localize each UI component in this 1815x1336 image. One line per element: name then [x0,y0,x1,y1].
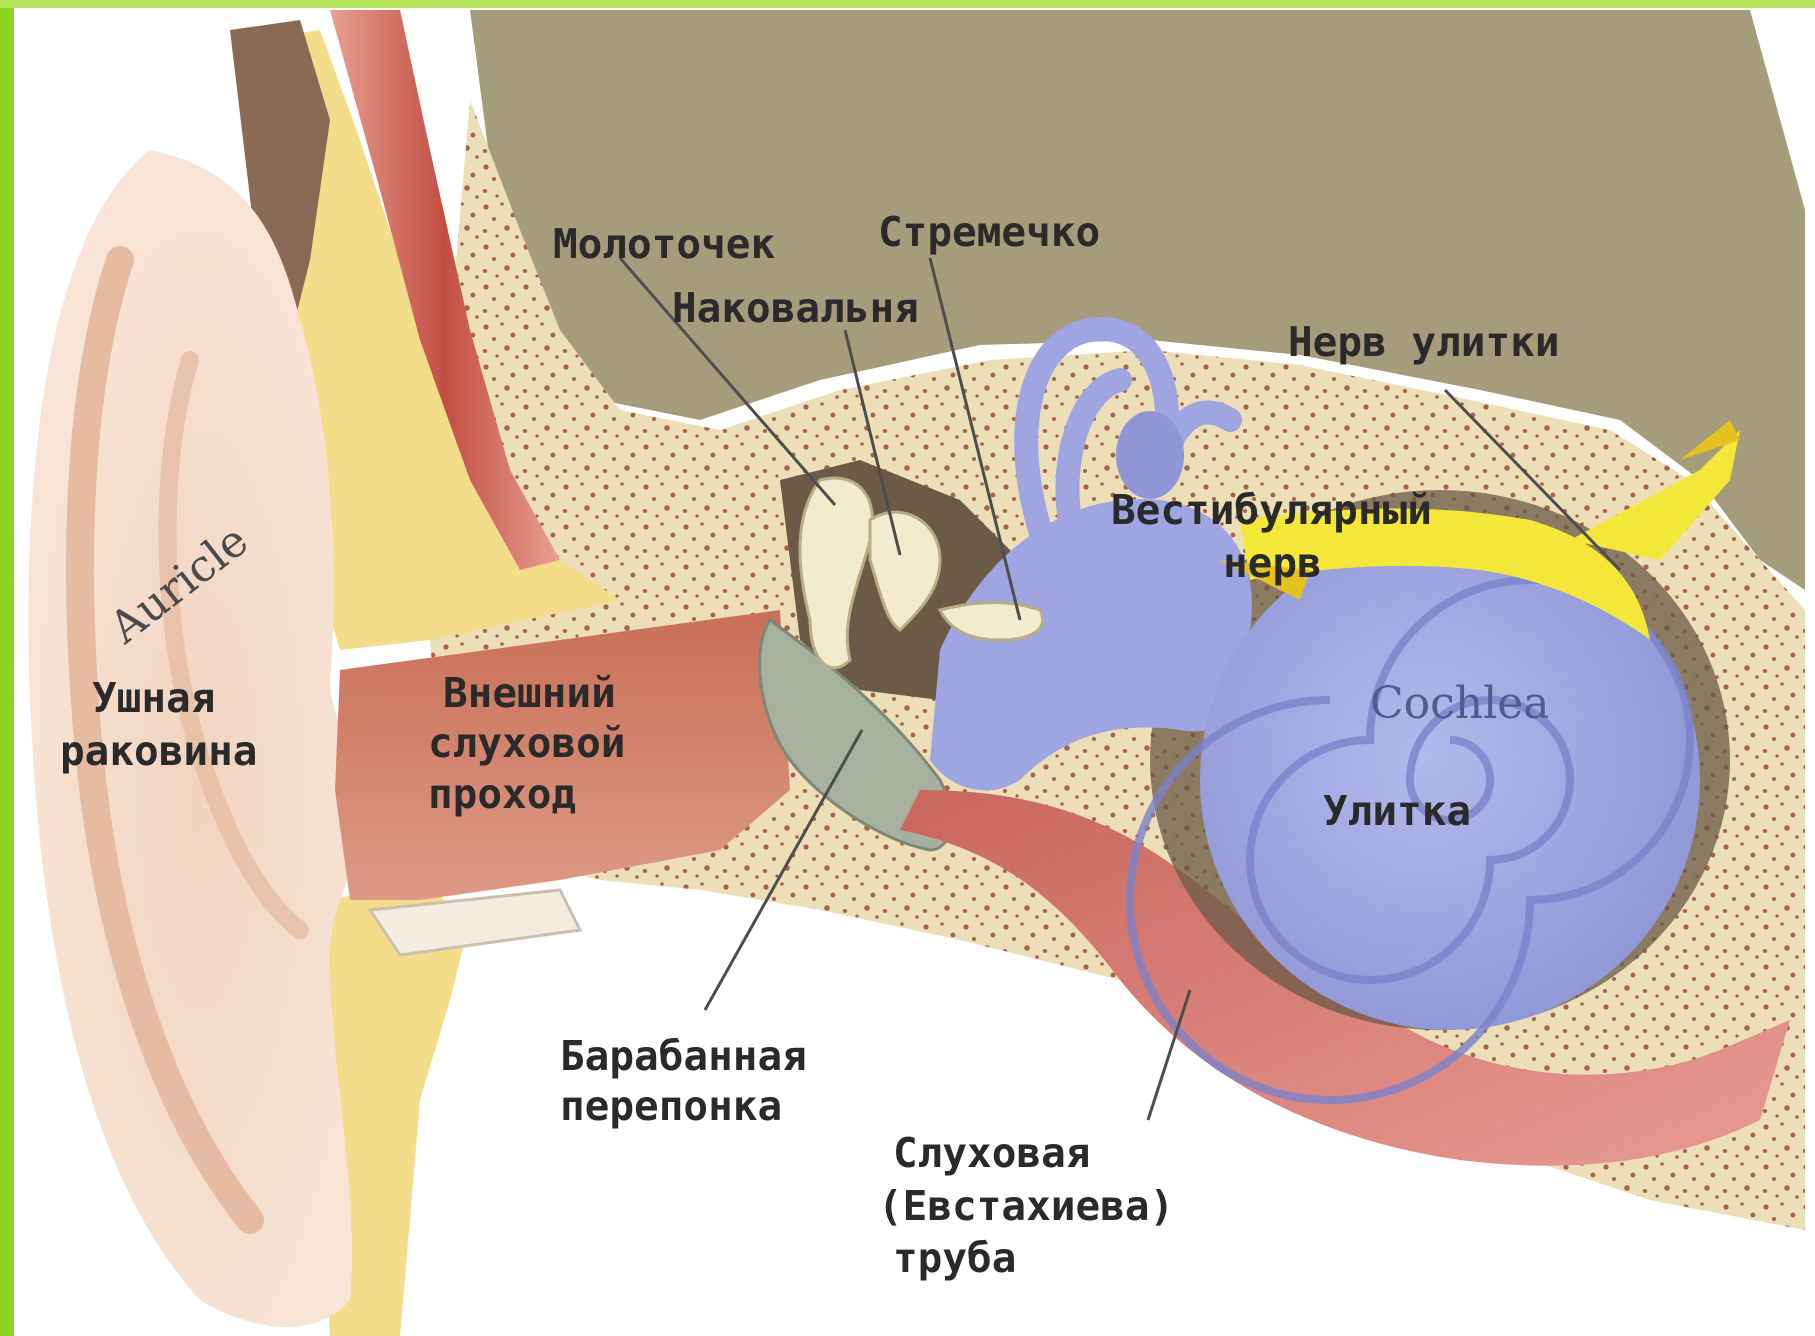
label-auricle-line1: Ушная [92,674,215,722]
label-cochlea: Улитка [1323,787,1471,835]
label-cochlear-nerve: Нерв улитки [1288,318,1560,366]
label-vestibular-nerve-line1: Вестибулярный [1111,486,1432,534]
frame-accent-top [0,0,1815,8]
label-cochlea-en: Cochlea [1370,678,1549,729]
label-canal-line2: слуховой [428,719,625,767]
label-stirrup: Стремечко [878,208,1100,256]
label-canal-line3: проход [428,770,576,818]
label-anvil: Наковальня [672,284,919,332]
label-canal-line1: Внешний [443,669,616,717]
frame-accent-bar [0,0,14,1336]
label-tube-line3: труба [893,1234,1016,1282]
label-eardrum-line1: Барабанная [560,1032,807,1080]
label-hammer: Молоточек [553,220,775,268]
label-tube-line1: Слуховая [893,1129,1090,1177]
label-vestibular-nerve-line2: нерв [1223,539,1322,587]
label-eardrum-line2: перепонка [560,1082,782,1130]
label-tube-line2: (Евстахиева) [878,1182,1174,1230]
label-auricle-line2: раковина [60,727,257,775]
